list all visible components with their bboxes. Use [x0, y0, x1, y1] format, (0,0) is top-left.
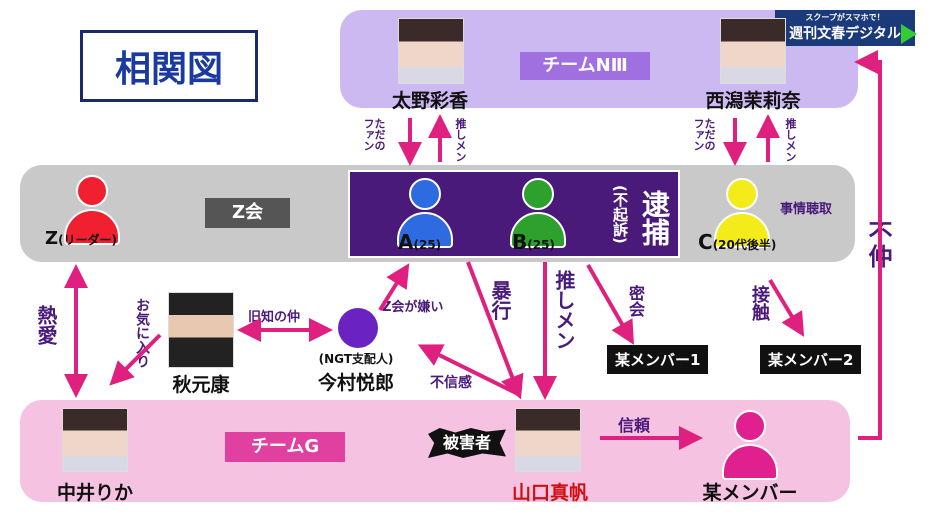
b-label: B(25) — [512, 230, 555, 254]
arrest-label: 逮捕 — [638, 190, 671, 246]
person-z-icon — [62, 175, 122, 245]
person-a-icon — [395, 178, 455, 248]
rel-favorite: お気に入り — [134, 298, 150, 368]
name-yamaguchi-maho: 山口真帆 — [511, 482, 588, 504]
rel-distrust: 不信感 — [430, 375, 472, 391]
a-label: A(25) — [398, 230, 441, 254]
logo-name: 週刊文春デジタル — [789, 26, 901, 42]
rel-hates-z: Z会が嫌い — [382, 300, 444, 315]
rel-contact: 接触 — [749, 285, 770, 321]
name-imamura: 今村悦郎 — [317, 372, 394, 394]
c-age: (20代後半) — [712, 238, 777, 252]
member-2-tag: 某メンバー2 — [760, 345, 862, 374]
name-nakai-rika: 中井りか — [56, 482, 133, 504]
z-group-label: Z会 — [205, 198, 290, 228]
rel-secret-meeting: 密会 — [626, 285, 645, 317]
arrow-contact — [768, 278, 805, 337]
rel-fan-1: ただのファン — [362, 118, 386, 151]
person-c-icon — [712, 178, 772, 248]
z-name: Z — [45, 228, 59, 249]
c-note: 事情聴取 — [780, 202, 833, 217]
photo-akimoto — [168, 292, 234, 368]
arrow-secret-meeting — [586, 264, 634, 345]
member-1-tag: 某メンバー1 — [607, 345, 709, 374]
rel-oshi-1: 推しメン — [454, 118, 467, 162]
b-name: B — [512, 230, 528, 254]
person-some-member-icon — [720, 410, 780, 480]
photo-yamaguchi-maho — [515, 408, 581, 472]
c-name: C — [698, 230, 713, 254]
photo-nishigata-marina — [720, 18, 786, 84]
team-g-label: チームG — [225, 432, 345, 462]
rel-trust: 信頼 — [618, 416, 651, 435]
name-akimoto: 秋元康 — [172, 374, 230, 396]
bunshun-digital-logo[interactable]: スクープがスマホで！ 週刊文春デジタル — [775, 10, 917, 46]
name-nishigata-marina: 西潟茉莉奈 — [705, 90, 801, 112]
rel-old-friends: 旧知の仲 — [248, 310, 301, 325]
rel-bad-terms: 不仲 — [864, 220, 892, 268]
rel-oshi-yamaguchi: 推しメン — [552, 270, 576, 350]
b-age: (25) — [527, 238, 555, 252]
rel-violence: 暴行 — [488, 280, 512, 320]
a-name: A — [398, 230, 414, 254]
z-leader-label: Z(リーダー) — [45, 228, 117, 249]
victim-badge: 被害者 — [428, 428, 506, 458]
page-title: 相関図 — [80, 30, 258, 102]
c-label: C(20代後半) — [698, 230, 776, 254]
imamura-role: (NGT支配人) — [318, 352, 394, 366]
person-b-icon — [508, 178, 568, 248]
arrest-note: (不起訴) — [611, 185, 629, 244]
a-age: (25) — [413, 238, 442, 252]
name-some-member: 某メンバー — [702, 482, 798, 504]
logo-tagline: スクープがスマホで！ — [805, 13, 885, 22]
imamura-icon — [338, 308, 378, 348]
rel-oshi-2: 推しメン — [784, 118, 797, 162]
z-note: (リーダー) — [58, 233, 118, 247]
name-ota-ayaka: 太野彩香 — [391, 90, 468, 112]
rel-fan-2: ただのファン — [692, 118, 716, 151]
play-icon — [901, 24, 917, 44]
rel-passion: 熱愛 — [34, 305, 58, 345]
photo-nakai-rika — [62, 408, 128, 472]
team-n3-label: チームNⅢ — [520, 52, 650, 80]
photo-ota-ayaka — [398, 18, 464, 84]
